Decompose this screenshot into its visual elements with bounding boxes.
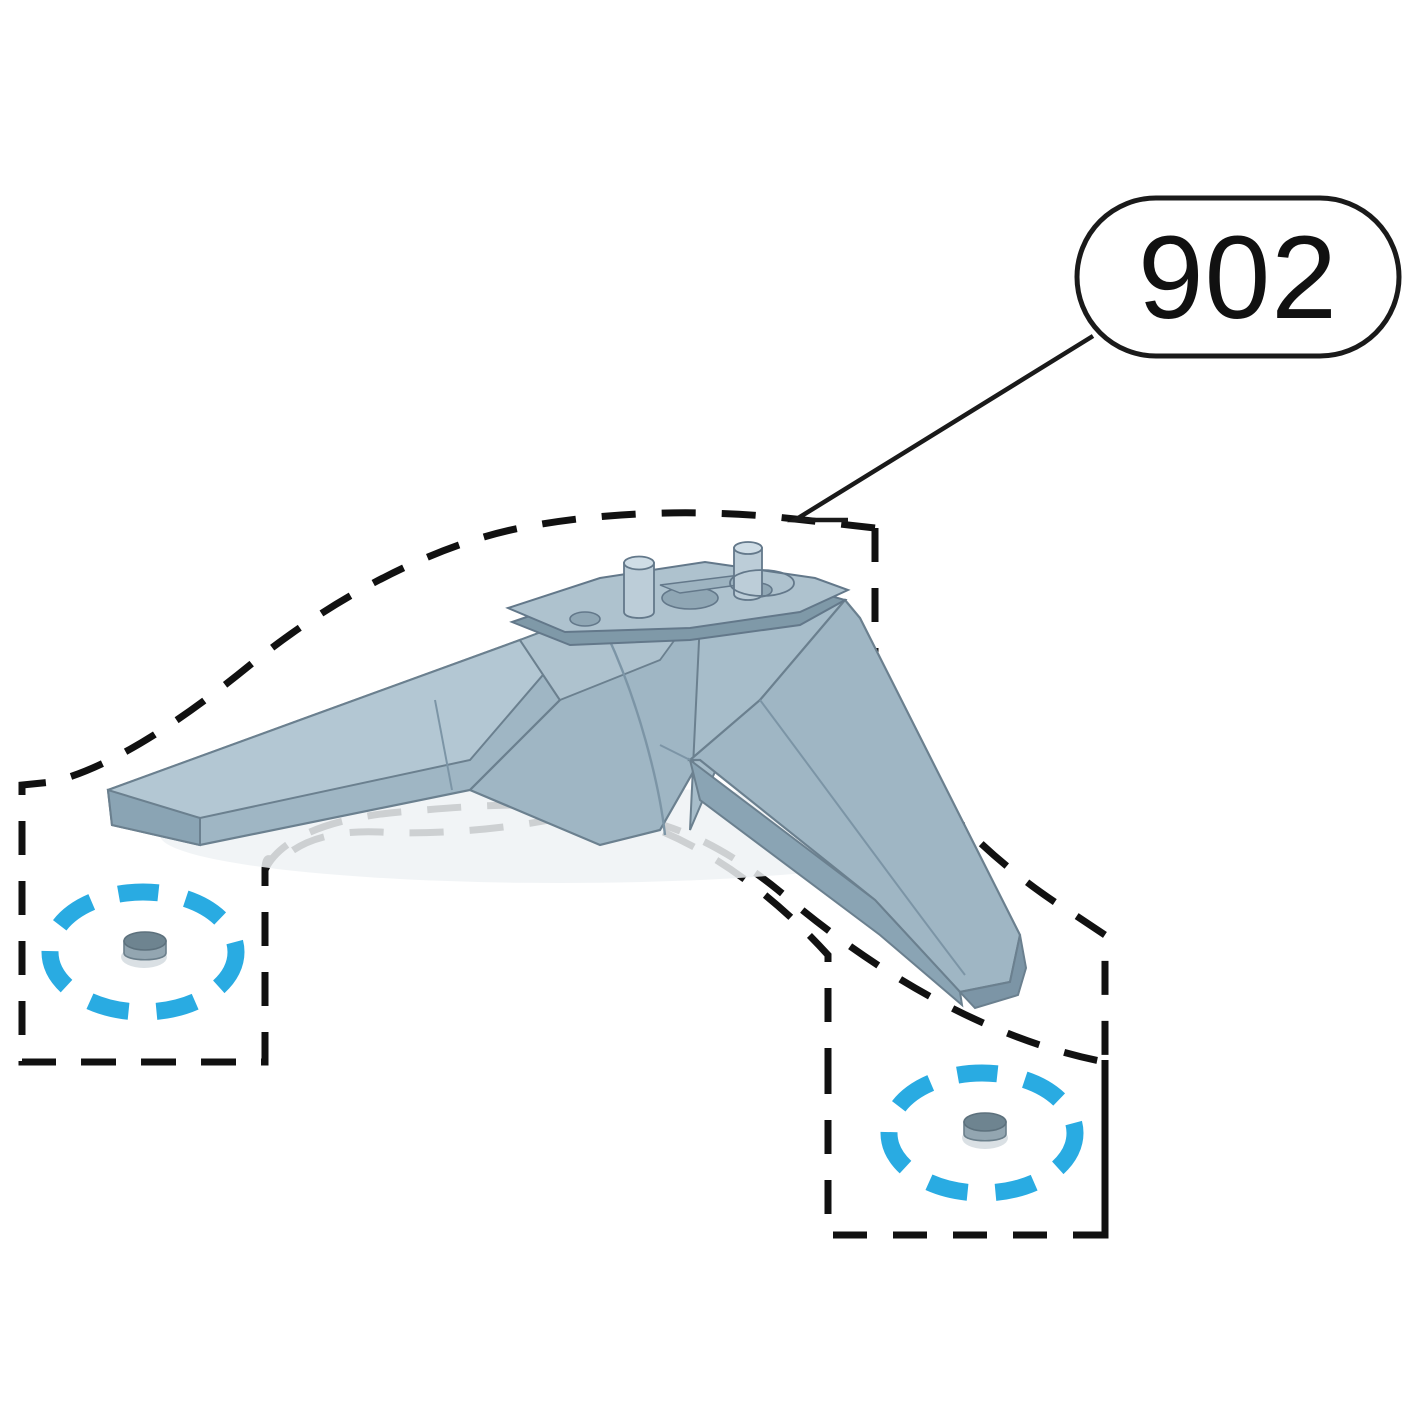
foot-pad-left-top bbox=[123, 931, 167, 951]
foot-pad-right bbox=[962, 1112, 1008, 1149]
foot-highlight-left bbox=[41, 883, 245, 1021]
callout-bubble-shape bbox=[1074, 195, 1402, 359]
stand-leg-base bbox=[106, 541, 1028, 1149]
alignment-post-left bbox=[623, 555, 655, 619]
alignment-post-right bbox=[729, 541, 795, 601]
post-left-body bbox=[623, 562, 655, 619]
right-arm-seam-b bbox=[659, 744, 691, 761]
post-right-top bbox=[733, 541, 763, 555]
right-arm-seam-a bbox=[759, 699, 966, 976]
foot-pad-left bbox=[121, 931, 167, 968]
foot-pad-right-top bbox=[963, 1112, 1007, 1132]
post-left-top bbox=[623, 555, 655, 571]
post-right-collar bbox=[729, 569, 795, 597]
foot-highlight-right bbox=[880, 1064, 1084, 1202]
right-arm-front-face bbox=[688, 757, 964, 1008]
center-hub-seam bbox=[598, 619, 667, 836]
right-arm-tip-cap bbox=[958, 934, 1028, 1010]
callout-label: 902 bbox=[1138, 212, 1338, 344]
left-arm-end-cap bbox=[106, 788, 201, 847]
callout-leader-line bbox=[787, 334, 1095, 523]
plate-hole-left bbox=[569, 611, 601, 627]
dashed-outline-right-box bbox=[824, 1060, 1109, 1239]
post-right-body bbox=[733, 547, 763, 601]
callout-bubble[interactable]: 902 bbox=[1074, 195, 1402, 359]
left-arm-seam bbox=[434, 699, 453, 791]
